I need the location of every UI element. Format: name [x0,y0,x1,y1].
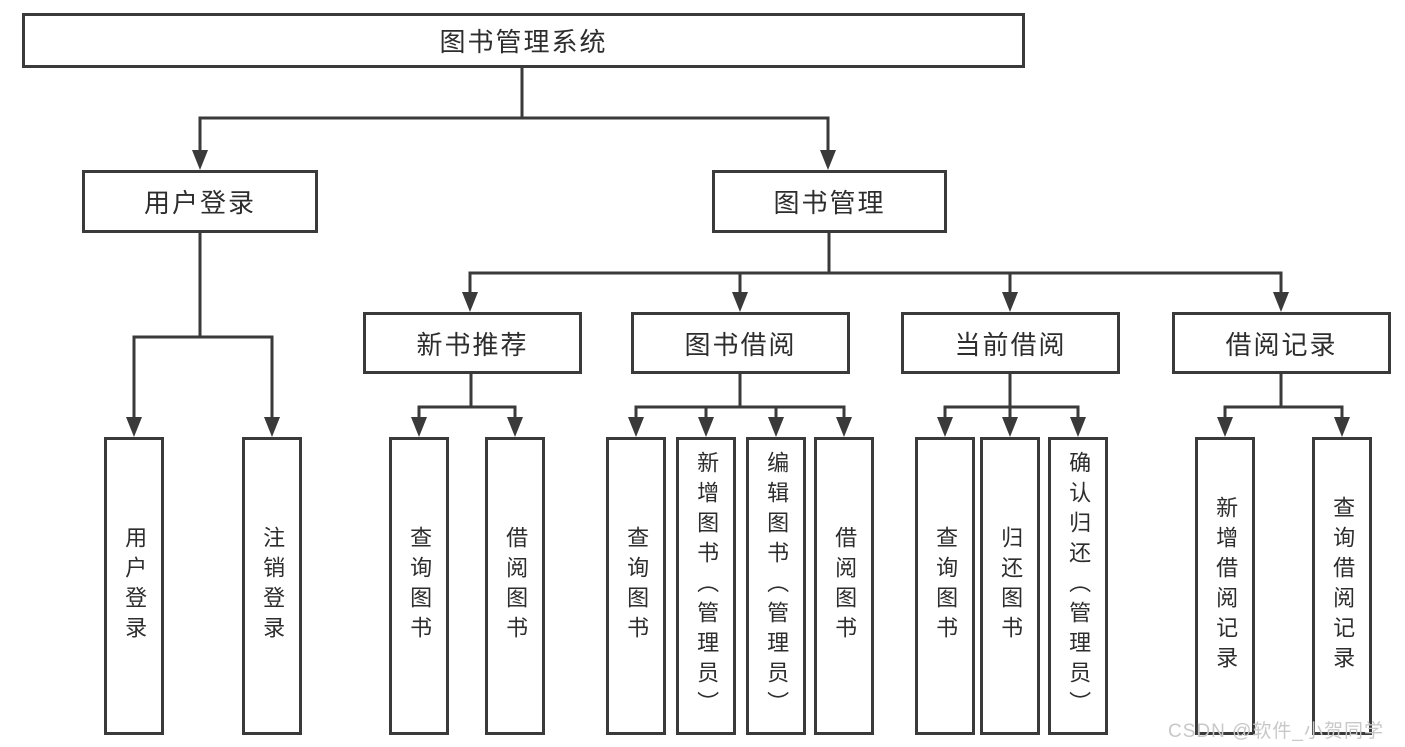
leaf-return-books: 归还图书 [980,437,1040,735]
watermark: CSDN @软件_小贺同学 [1168,721,1384,742]
leaf-label: 注销登录 [260,526,286,646]
leaf-label: 新增图书（管理员） [694,451,720,721]
leaf-label: 借阅图书 [503,526,529,646]
node-label: 新书推荐 [416,329,529,360]
leaf-logout: 注销登录 [242,437,302,735]
leaf-query-borrow-record: 查询借阅记录 [1312,437,1372,735]
leaf-label: 查询图书 [407,526,433,646]
node-library-management-system: 图书管理系统 [22,13,1025,68]
leaf-label: 编辑图书（管理员） [764,451,790,721]
node-borrow-records: 借阅记录 [1172,312,1391,374]
node-book-borrow: 图书借阅 [631,312,850,374]
leaf-label: 查询图书 [624,526,650,646]
leaf-borrow-books: 借阅图书 [814,437,874,735]
leaf-query-books-borrow: 查询图书 [606,437,666,735]
leaf-label: 借阅图书 [832,526,858,646]
node-current-borrow: 当前借阅 [901,312,1120,374]
node-book-management: 图书管理 [712,170,947,233]
node-label: 借阅记录 [1225,329,1338,360]
leaf-label: 用户登录 [122,526,148,646]
leaf-label: 归还图书 [998,526,1024,646]
leaf-confirm-return-admin: 确认归还（管理员） [1048,437,1108,735]
leaf-label: 查询借阅记录 [1330,496,1356,676]
leaf-label: 新增借阅记录 [1213,496,1239,676]
node-label: 用户登录 [143,188,256,218]
leaf-user-login: 用户登录 [104,437,164,735]
leaf-label: 查询图书 [933,526,959,646]
node-user-login: 用户登录 [82,170,318,233]
node-label: 图书借阅 [684,329,797,360]
node-label: 当前借阅 [954,329,1067,360]
node-label: 图书管理系统 [439,27,608,57]
leaf-add-borrow-record: 新增借阅记录 [1195,437,1255,735]
node-label: 图书管理 [773,188,886,218]
node-new-book-recommend: 新书推荐 [363,312,582,374]
leaf-label: 确认归还（管理员） [1066,451,1092,721]
leaf-add-book-admin: 新增图书（管理员） [676,437,736,735]
leaf-query-books-current: 查询图书 [915,437,975,735]
leaf-edit-book-admin: 编辑图书（管理员） [746,437,806,735]
leaf-borrow-books-recommend: 借阅图书 [485,437,545,735]
leaf-query-books-recommend: 查询图书 [389,437,449,735]
